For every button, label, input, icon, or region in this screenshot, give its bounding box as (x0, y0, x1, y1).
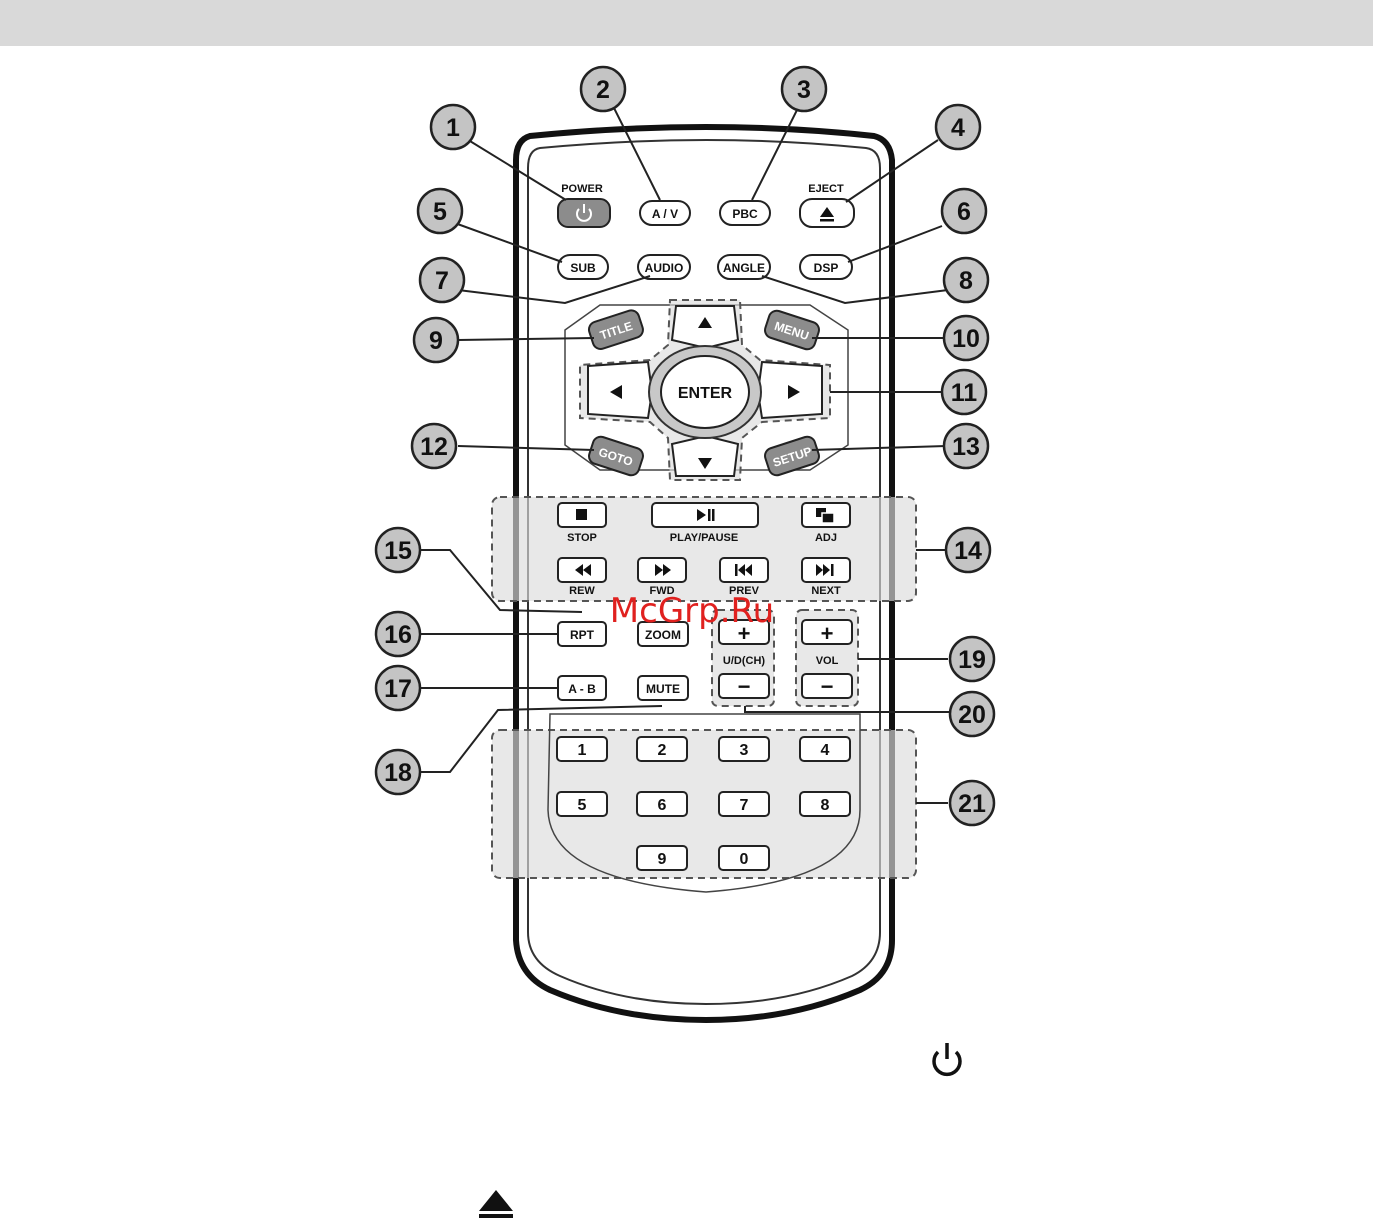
watermark: McGrp.Ru (610, 591, 774, 631)
callout-number: 20 (958, 701, 986, 729)
callout-number: 7 (435, 267, 449, 295)
callout-number: 12 (420, 433, 448, 461)
callout-number: 6 (957, 198, 971, 226)
stop-label: STOP (567, 532, 597, 544)
vol-up-label: + (821, 621, 834, 646)
power-icon (934, 1043, 960, 1074)
digit-label: 2 (658, 742, 667, 759)
audio-label: AUDIO (645, 261, 684, 275)
callout-number: 3 (797, 76, 811, 104)
mute-label: MUTE (646, 682, 680, 696)
callout-number: 5 (433, 198, 447, 226)
vol-label: VOL (816, 655, 839, 667)
callout-number: 13 (952, 433, 980, 461)
digit-label: 7 (740, 797, 749, 814)
digit-label: 3 (740, 742, 749, 759)
digit-label: 8 (821, 797, 830, 814)
digit-label: 6 (658, 797, 667, 814)
callout-number: 4 (951, 114, 965, 142)
pbc-label: PBC (732, 207, 758, 221)
callout-number: 8 (959, 267, 973, 295)
ab-label: A - B (568, 682, 596, 696)
callout-number: 2 (596, 76, 610, 104)
dsp-label: DSP (814, 261, 839, 275)
stop-icon (576, 509, 587, 520)
callout-number: 17 (384, 675, 412, 703)
play-pause-label: PLAY/PAUSE (670, 532, 738, 544)
digit-label: 0 (740, 851, 749, 868)
power-label: POWER (561, 183, 603, 195)
callout-number: 16 (384, 621, 412, 649)
digit-label: 5 (578, 797, 587, 814)
callout-number: 18 (384, 759, 412, 787)
eject-icon (479, 1190, 513, 1218)
callout-number: 19 (958, 646, 986, 674)
rpt-label: RPT (570, 628, 595, 642)
next-label: NEXT (811, 585, 841, 597)
digit-label: 9 (658, 851, 667, 868)
callout-number: 9 (429, 327, 443, 355)
callout-number: 21 (958, 790, 986, 818)
ch-down-label: − (738, 674, 751, 699)
numpad-dashed-group (492, 730, 916, 878)
angle-label: ANGLE (723, 261, 765, 275)
callout-number: 14 (954, 537, 982, 565)
eject-label: EJECT (808, 183, 844, 195)
av-label: A / V (652, 207, 678, 221)
rew-label: REW (569, 585, 595, 597)
ud-ch-label: U/D(CH) (723, 655, 765, 667)
adj-label: ADJ (815, 532, 837, 544)
callout-number: 1 (446, 114, 460, 142)
callout-number: 11 (951, 379, 978, 407)
digit-label: 1 (578, 742, 587, 759)
down-button[interactable] (672, 436, 738, 476)
vol-down-label: − (821, 674, 834, 699)
digit-label: 4 (821, 742, 830, 759)
callout-number: 15 (384, 537, 412, 565)
callout-number: 10 (952, 325, 980, 353)
enter-label: ENTER (678, 385, 733, 402)
sub-label: SUB (570, 261, 596, 275)
